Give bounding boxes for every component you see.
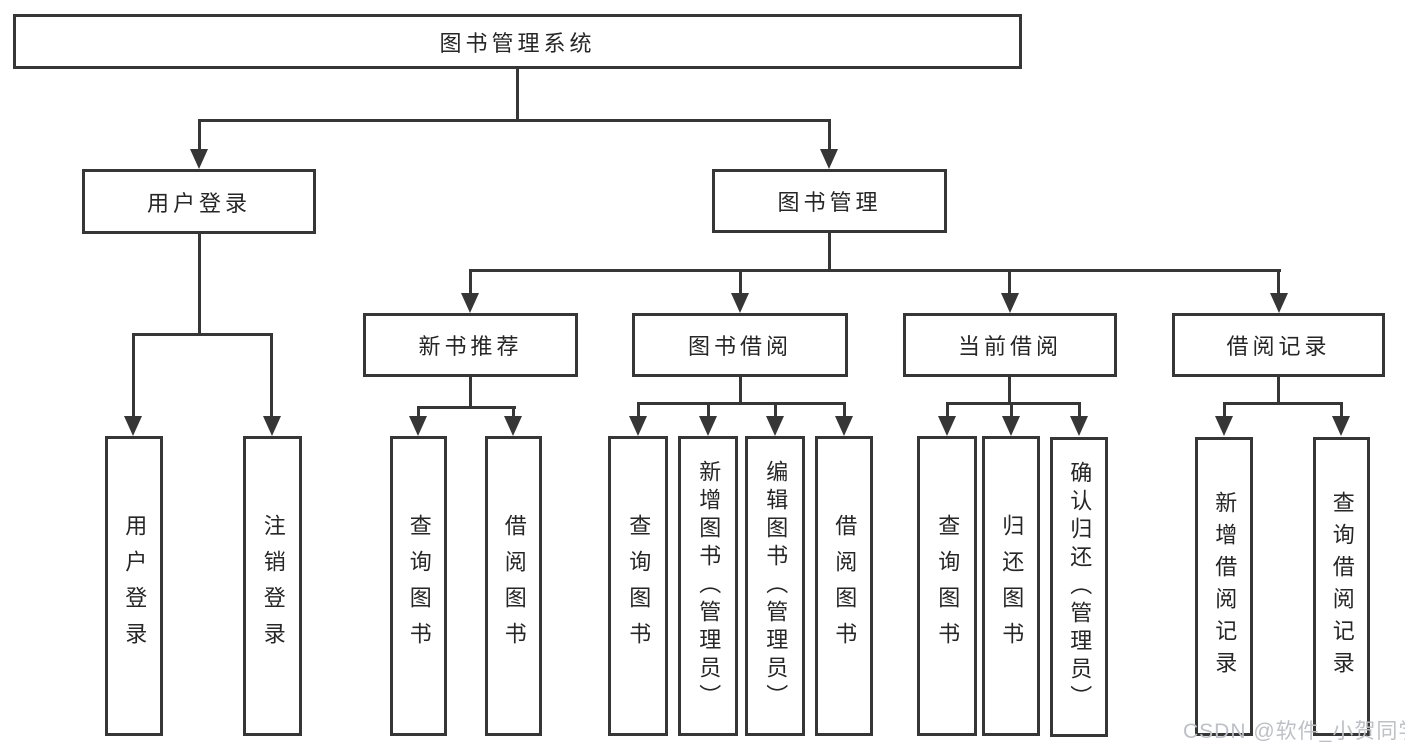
- connector-user-login-drop: [198, 232, 201, 335]
- arrow-down-icon: [699, 416, 717, 436]
- leaf-nb-query-books-label: 查询图书: [406, 514, 432, 658]
- arrow-down-icon: [835, 416, 853, 436]
- arrow-down-icon: [820, 149, 838, 169]
- node-root-label: 图书管理系统: [439, 30, 596, 56]
- connector-to-leaf: [417, 406, 420, 418]
- connector-to-leaf: [1223, 402, 1226, 418]
- leaf-bb-query-books-label: 查询图书: [626, 514, 652, 658]
- arrow-down-icon: [938, 416, 956, 436]
- leaf-logout-label: 注销登录: [260, 514, 286, 658]
- node-book-borrow-label: 图书借阅: [687, 334, 792, 359]
- connector-user-login-hbar: [132, 333, 273, 336]
- node-current-borrow: 当前借阅: [903, 313, 1117, 377]
- node-book-borrow: 图书借阅: [632, 313, 848, 377]
- leaf-bb-borrow-books: 借阅图书: [815, 436, 873, 736]
- connector-new-book-hbar: [417, 406, 516, 409]
- connector-to-book-mgmt: [828, 119, 831, 153]
- leaf-bb-add-books-admin-label: 新增图书（管理员）: [696, 460, 722, 712]
- leaf-cb-confirm-return-admin-label: 确认归还（管理员）: [1067, 461, 1093, 713]
- connector-current-borrow-hbar: [946, 402, 1081, 405]
- node-borrow-records-label: 借阅记录: [1226, 334, 1331, 359]
- node-new-book-recommend: 新书推荐: [363, 313, 578, 377]
- arrow-down-icon: [461, 293, 479, 313]
- connector-to-leaf: [1340, 402, 1343, 418]
- connector-book-borrow-hbar: [637, 402, 846, 405]
- arrow-down-icon: [190, 149, 208, 169]
- leaf-user-login-label: 用户登录: [122, 514, 148, 658]
- connector-to-borrow-records: [1277, 269, 1280, 296]
- connector-to-leaf: [774, 402, 777, 418]
- leaf-bb-edit-books-admin: 编辑图书（管理员）: [745, 436, 805, 736]
- node-root: 图书管理系统: [13, 14, 1022, 69]
- leaf-bb-add-books-admin: 新增图书（管理员）: [678, 436, 738, 736]
- connector-to-new-book: [469, 269, 472, 296]
- connector-to-leaf: [637, 402, 640, 418]
- arrow-down-icon: [766, 416, 784, 436]
- connector-current-borrow-drop: [1008, 375, 1011, 405]
- node-book-mgmt: 图书管理: [712, 169, 947, 233]
- node-current-borrow-label: 当前借阅: [957, 334, 1062, 359]
- leaf-br-query-record: 查询借阅记录: [1313, 437, 1370, 736]
- leaf-nb-borrow-books-label: 借阅图书: [501, 514, 527, 658]
- arrow-down-icon: [1332, 416, 1350, 436]
- connector-borrow-records-hbar: [1223, 402, 1343, 405]
- connector-to-user-login: [198, 119, 201, 153]
- leaf-br-add-record-label: 新增借阅记录: [1212, 490, 1238, 683]
- connector-new-book-drop: [469, 375, 472, 409]
- leaf-br-add-record: 新增借阅记录: [1195, 437, 1253, 736]
- leaf-cb-return-books-label: 归还图书: [999, 514, 1025, 658]
- leaf-cb-query-books: 查询图书: [917, 436, 977, 736]
- leaf-cb-confirm-return-admin: 确认归还（管理员）: [1050, 437, 1108, 737]
- arrow-down-icon: [731, 293, 749, 313]
- node-user-login: 用户登录: [82, 169, 316, 234]
- leaf-nb-borrow-books: 借阅图书: [485, 436, 542, 736]
- arrow-down-icon: [1270, 293, 1288, 313]
- node-borrow-records: 借阅记录: [1172, 313, 1385, 377]
- connector-to-book-borrow: [739, 269, 742, 296]
- connector-to-leaf: [946, 402, 949, 418]
- leaf-bb-query-books: 查询图书: [608, 436, 668, 736]
- arrow-down-icon: [629, 416, 647, 436]
- leaf-logout: 注销登录: [243, 436, 302, 736]
- connector-to-leaf: [843, 402, 846, 418]
- arrow-down-icon: [409, 416, 427, 436]
- arrow-down-icon: [1001, 293, 1019, 313]
- node-new-book-recommend-label: 新书推荐: [418, 334, 523, 359]
- leaf-bb-borrow-books-label: 借阅图书: [832, 514, 858, 658]
- csdn-watermark: CSDN @软件_小贺同学: [1183, 720, 1405, 743]
- leaf-cb-return-books: 归还图书: [982, 436, 1040, 736]
- leaf-nb-query-books: 查询图书: [390, 436, 447, 736]
- arrow-down-icon: [504, 416, 522, 436]
- node-user-login-label: 用户登录: [146, 190, 251, 216]
- connector-to-leaf: [1010, 402, 1013, 418]
- connector-book-borrow-drop: [739, 375, 742, 405]
- connector-book-mgmt-hbar: [469, 269, 1281, 272]
- connector-to-current-borrow: [1008, 269, 1011, 296]
- leaf-cb-query-books-label: 查询图书: [935, 514, 961, 658]
- arrow-down-icon: [1002, 416, 1020, 436]
- leaf-bb-edit-books-admin-label: 编辑图书（管理员）: [763, 460, 789, 712]
- node-book-mgmt-label: 图书管理: [777, 190, 882, 215]
- connector-book-mgmt-drop: [828, 231, 831, 272]
- leaf-user-login: 用户登录: [105, 436, 163, 736]
- connector-borrow-records-drop: [1277, 375, 1280, 405]
- connector-to-leaf: [132, 333, 135, 420]
- arrow-down-icon: [263, 416, 281, 436]
- arrow-down-icon: [124, 416, 142, 436]
- arrow-down-icon: [1070, 416, 1088, 436]
- connector-to-leaf: [270, 333, 273, 420]
- connector-to-leaf: [1078, 402, 1081, 418]
- connector-root-drop: [516, 68, 519, 121]
- connector-to-leaf: [512, 406, 515, 418]
- arrow-down-icon: [1215, 416, 1233, 436]
- leaf-br-query-record-label: 查询借阅记录: [1329, 490, 1355, 683]
- connector-root-hbar: [198, 119, 831, 122]
- connector-to-leaf: [707, 402, 710, 418]
